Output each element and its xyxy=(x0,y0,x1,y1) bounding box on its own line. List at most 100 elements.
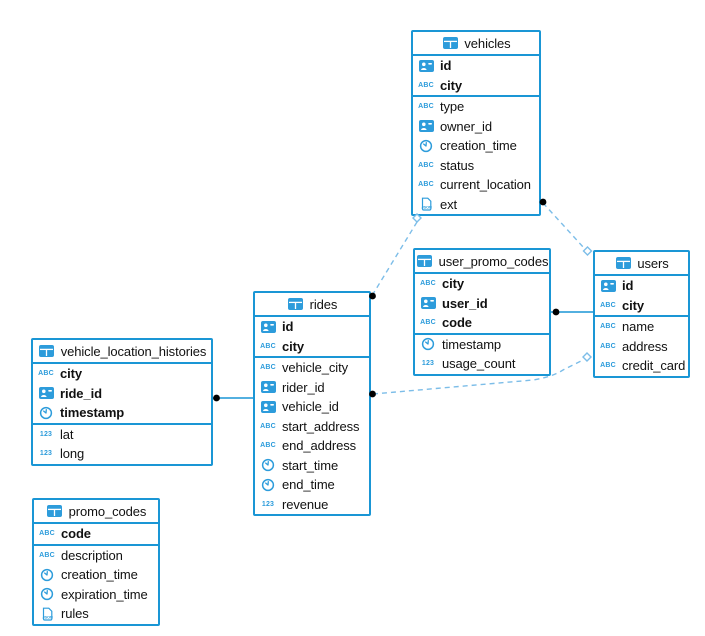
column-name: city xyxy=(622,297,645,313)
column-promo_codes-expiration_time: expiration_time xyxy=(34,585,158,605)
column-name: start_address xyxy=(282,418,360,434)
table-icon xyxy=(38,345,56,357)
time-icon xyxy=(419,337,437,351)
column-name: rider_id xyxy=(282,379,325,395)
table-icon xyxy=(46,505,64,517)
table-name: promo_codes xyxy=(68,503,147,519)
column-vehicles-id: id xyxy=(413,56,539,76)
relationship-vehicles-users[interactable] xyxy=(542,202,585,249)
id-icon xyxy=(37,387,55,400)
column-name: vehicle_id xyxy=(282,399,339,415)
table-name: rides xyxy=(309,296,338,312)
text-icon: ABC xyxy=(260,442,276,450)
column-rides-end_time: end_time xyxy=(255,475,369,495)
column-user_promo_codes-code: ABC code xyxy=(415,313,549,333)
column-name: city xyxy=(60,366,83,382)
column-user_promo_codes-user_id: user_id xyxy=(415,294,549,314)
column-users-credit_card: ABC credit_card xyxy=(595,356,688,376)
column-name: lat xyxy=(60,426,74,442)
column-name: id xyxy=(282,319,294,335)
table-header-vehicle_location_histories[interactable]: vehicle_location_histories xyxy=(33,340,211,364)
number-icon: 123 xyxy=(39,450,53,458)
id-icon xyxy=(259,381,277,394)
table-icon xyxy=(287,298,305,310)
column-vehicle_location_histories-timestamp: timestamp xyxy=(33,403,211,423)
column-name: timestamp xyxy=(60,405,125,421)
table-header-users[interactable]: users xyxy=(595,252,688,276)
table-icon xyxy=(614,257,632,269)
column-vehicle_location_histories-ride_id: ride_id xyxy=(33,384,211,404)
id-icon xyxy=(259,320,277,333)
id-icon xyxy=(259,400,277,413)
time-icon xyxy=(417,139,435,153)
text-icon: ABC xyxy=(600,362,616,370)
column-name: user_id xyxy=(442,295,488,311)
column-vehicles-owner_id: owner_id xyxy=(413,117,539,137)
column-name: ride_id xyxy=(60,385,102,401)
column-name: code xyxy=(61,526,91,542)
column-name: creation_time xyxy=(61,567,138,583)
table-icon xyxy=(416,255,434,267)
text-icon: ABC xyxy=(38,370,54,378)
relationship-rides-vehicles[interactable] xyxy=(372,221,418,295)
table-header-vehicles[interactable]: vehicles xyxy=(413,32,539,56)
relationship-endpoint-diamond xyxy=(582,352,592,362)
column-name: rules xyxy=(61,606,89,622)
column-name: city xyxy=(282,338,305,354)
column-vehicles-creation_time: creation_time xyxy=(413,136,539,156)
column-users-id: id xyxy=(595,276,688,296)
column-name: owner_id xyxy=(440,118,492,134)
column-name: code xyxy=(442,315,472,331)
text-icon: ABC xyxy=(39,551,55,559)
text-icon: ABC xyxy=(260,422,276,430)
column-name: type xyxy=(440,99,465,115)
table-header-rides[interactable]: rides xyxy=(255,293,369,317)
primary-key-divider xyxy=(33,422,211,425)
text-icon: ABC xyxy=(600,342,616,350)
column-users-city: ABC city xyxy=(595,296,688,316)
column-name: revenue xyxy=(282,496,329,512)
column-name: vehicle_city xyxy=(282,360,348,376)
id-icon xyxy=(417,59,435,72)
time-icon xyxy=(38,587,56,601)
table-header-user_promo_codes[interactable]: user_promo_codes xyxy=(415,250,549,274)
column-name: end_address xyxy=(282,438,357,454)
text-icon: ABC xyxy=(39,530,55,538)
column-name: end_time xyxy=(282,477,335,493)
table-header-promo_codes[interactable]: promo_codes xyxy=(34,500,158,524)
svg-text:JSON: JSON xyxy=(42,614,53,619)
time-icon xyxy=(259,458,277,472)
text-icon: ABC xyxy=(420,319,436,327)
column-name: status xyxy=(440,157,475,173)
time-icon xyxy=(37,406,55,420)
text-icon: ABC xyxy=(418,81,434,89)
json-icon: JSON xyxy=(38,607,56,621)
table-name: user_promo_codes xyxy=(438,253,549,269)
text-icon: ABC xyxy=(420,280,436,288)
text-icon: ABC xyxy=(418,103,434,111)
column-rides-rider_id: rider_id xyxy=(255,378,369,398)
text-icon: ABC xyxy=(260,364,276,372)
id-icon xyxy=(599,279,617,292)
column-name: credit_card xyxy=(622,358,686,374)
text-icon: ABC xyxy=(600,301,616,309)
column-rides-id: id xyxy=(255,317,369,337)
text-icon: ABC xyxy=(600,323,616,331)
primary-key-divider xyxy=(255,356,369,358)
json-icon: JSON xyxy=(417,197,435,211)
relationship-endpoint-dot xyxy=(213,394,220,402)
